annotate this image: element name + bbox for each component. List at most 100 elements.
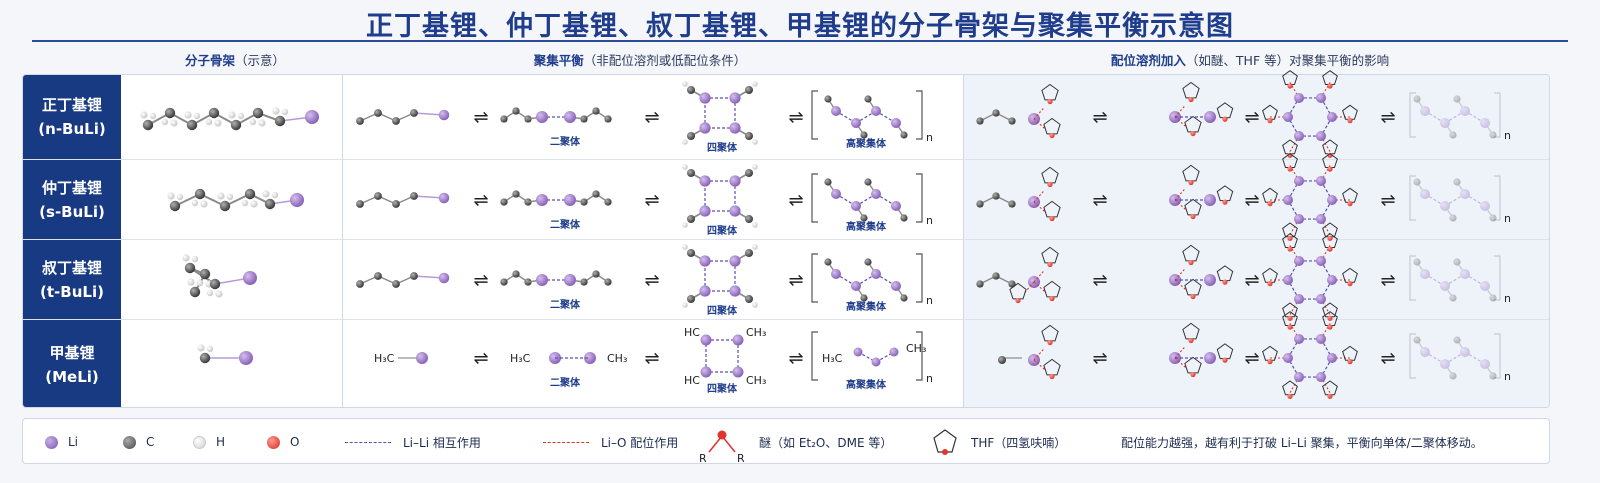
c-atom <box>142 119 154 131</box>
li-atom <box>1480 201 1490 211</box>
li-atom <box>1283 353 1293 363</box>
c-atom <box>992 272 1000 280</box>
c-atom <box>189 286 201 298</box>
subscript-n: n <box>1504 129 1511 142</box>
li-atom <box>729 205 741 217</box>
li-atom <box>1420 347 1430 357</box>
h-atom <box>272 107 280 115</box>
polymer-chain <box>1413 95 1497 139</box>
li-atom <box>1480 118 1490 128</box>
li-atom <box>1316 255 1326 266</box>
li-atom <box>732 334 744 346</box>
li-atom <box>851 118 861 128</box>
o-atom <box>1327 152 1333 158</box>
li-atom <box>831 269 841 279</box>
o-atom <box>1327 83 1333 89</box>
c-atom <box>1413 258 1421 266</box>
h-atom <box>237 112 245 120</box>
formula-meli-tetramer-hc: HC <box>684 374 700 387</box>
h-atom <box>226 193 234 201</box>
o-atom <box>1222 199 1228 205</box>
li-atom <box>1420 106 1430 116</box>
polymer-chain <box>824 258 908 302</box>
thf-ring-icon <box>933 429 957 455</box>
li-li-interaction <box>1320 180 1333 201</box>
o-atom <box>1190 213 1196 220</box>
c-atom <box>604 115 612 123</box>
li-o-interaction <box>1289 323 1300 340</box>
grid-divider <box>963 75 964 407</box>
o-atom <box>1287 315 1293 321</box>
equilibrium-arrow: ⇌ <box>473 270 488 291</box>
c-atom <box>500 115 508 123</box>
li-o-interaction <box>1033 270 1045 283</box>
li-li-interaction <box>855 193 877 207</box>
li-atom <box>699 175 711 187</box>
li-atom <box>1204 194 1216 206</box>
polymer-bracket <box>916 331 923 381</box>
thf-ring <box>1184 115 1202 133</box>
polymer-bracket <box>1494 175 1501 221</box>
c-atom <box>374 192 382 200</box>
h-atom <box>682 81 688 87</box>
c-atom <box>1489 294 1497 302</box>
c-atom <box>1449 131 1457 139</box>
li-atom <box>1480 281 1490 291</box>
c-atom <box>252 107 264 119</box>
polymer-chain <box>1413 336 1497 380</box>
row-label-nbuli: 正丁基锂 (n-BuLi) <box>23 75 121 159</box>
li-atom <box>853 347 863 357</box>
legend-li-li: Li–Li 相互作用 <box>345 419 481 465</box>
thf-ring <box>1041 166 1059 184</box>
li-li-interaction <box>1287 338 1300 359</box>
legend-c: C <box>123 419 154 465</box>
formula-meli-tetramer-ch3: CH₃ <box>746 374 766 387</box>
thf-ring <box>1182 164 1200 182</box>
o-atom <box>1267 118 1273 124</box>
o-atom <box>1188 96 1194 103</box>
li-atom <box>564 111 576 123</box>
li-o-interaction <box>1033 190 1045 203</box>
o-atom <box>1047 339 1053 346</box>
aggregate-caption: 高聚集体 <box>846 220 887 233</box>
c-atom <box>1489 372 1497 380</box>
li-atom <box>1204 352 1216 364</box>
thf-ring <box>1041 83 1059 101</box>
h-atom <box>205 118 213 126</box>
header-skeleton-label: 分子骨架 <box>184 53 235 68</box>
o-atom <box>1327 315 1333 321</box>
c-atom <box>410 192 418 200</box>
li-atom <box>1316 175 1326 186</box>
h-atom <box>262 190 270 198</box>
equilibrium-arrow: ⇌ <box>1092 107 1107 128</box>
thf-ring <box>1182 244 1200 262</box>
thf-ring <box>1282 380 1298 396</box>
c-atom <box>976 117 984 125</box>
li-atom <box>1327 353 1337 363</box>
c-atom <box>1008 117 1016 125</box>
polymer-bracket <box>811 90 818 140</box>
c-atom <box>512 270 520 278</box>
li-o-interaction <box>1174 346 1186 359</box>
equilibrium-arrow: ⇌ <box>1092 190 1107 211</box>
header-equilibrium-label: 聚集平衡 <box>533 53 584 68</box>
thf-ring <box>1043 200 1061 218</box>
thf-ring <box>1282 222 1298 238</box>
thf-ring <box>1184 278 1202 296</box>
row-name: 叔丁基锂 <box>41 258 102 277</box>
row-label-sbuli: 仲丁基锂 (s-BuLi) <box>23 160 121 239</box>
li-li-interaction <box>1424 351 1446 365</box>
li-atom <box>1204 111 1216 123</box>
h-atom <box>215 290 223 298</box>
o-atom-icon <box>267 435 280 449</box>
c-atom <box>1453 336 1461 344</box>
formula-meli-monomer: H₃C <box>374 352 395 365</box>
polymer-bracket <box>916 253 923 303</box>
h-atom <box>752 139 758 145</box>
o-atom <box>1287 393 1293 399</box>
polymer-chain <box>1413 258 1497 302</box>
aggregate-caption: 四聚体 <box>707 304 738 317</box>
polymer-bracket <box>916 173 923 223</box>
polymer-bracket <box>1409 175 1416 221</box>
